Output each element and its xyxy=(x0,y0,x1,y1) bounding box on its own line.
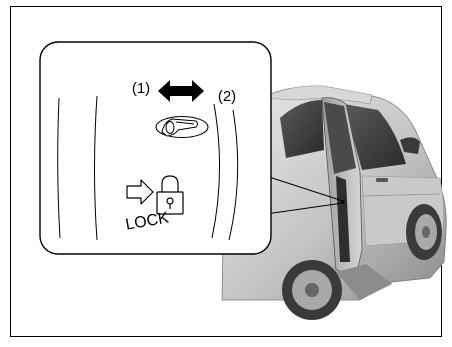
position-1-label: (1) xyxy=(132,80,150,97)
position-2-label: (2) xyxy=(218,88,236,105)
detail-callout: (1) (2) LOCK xyxy=(40,42,271,254)
